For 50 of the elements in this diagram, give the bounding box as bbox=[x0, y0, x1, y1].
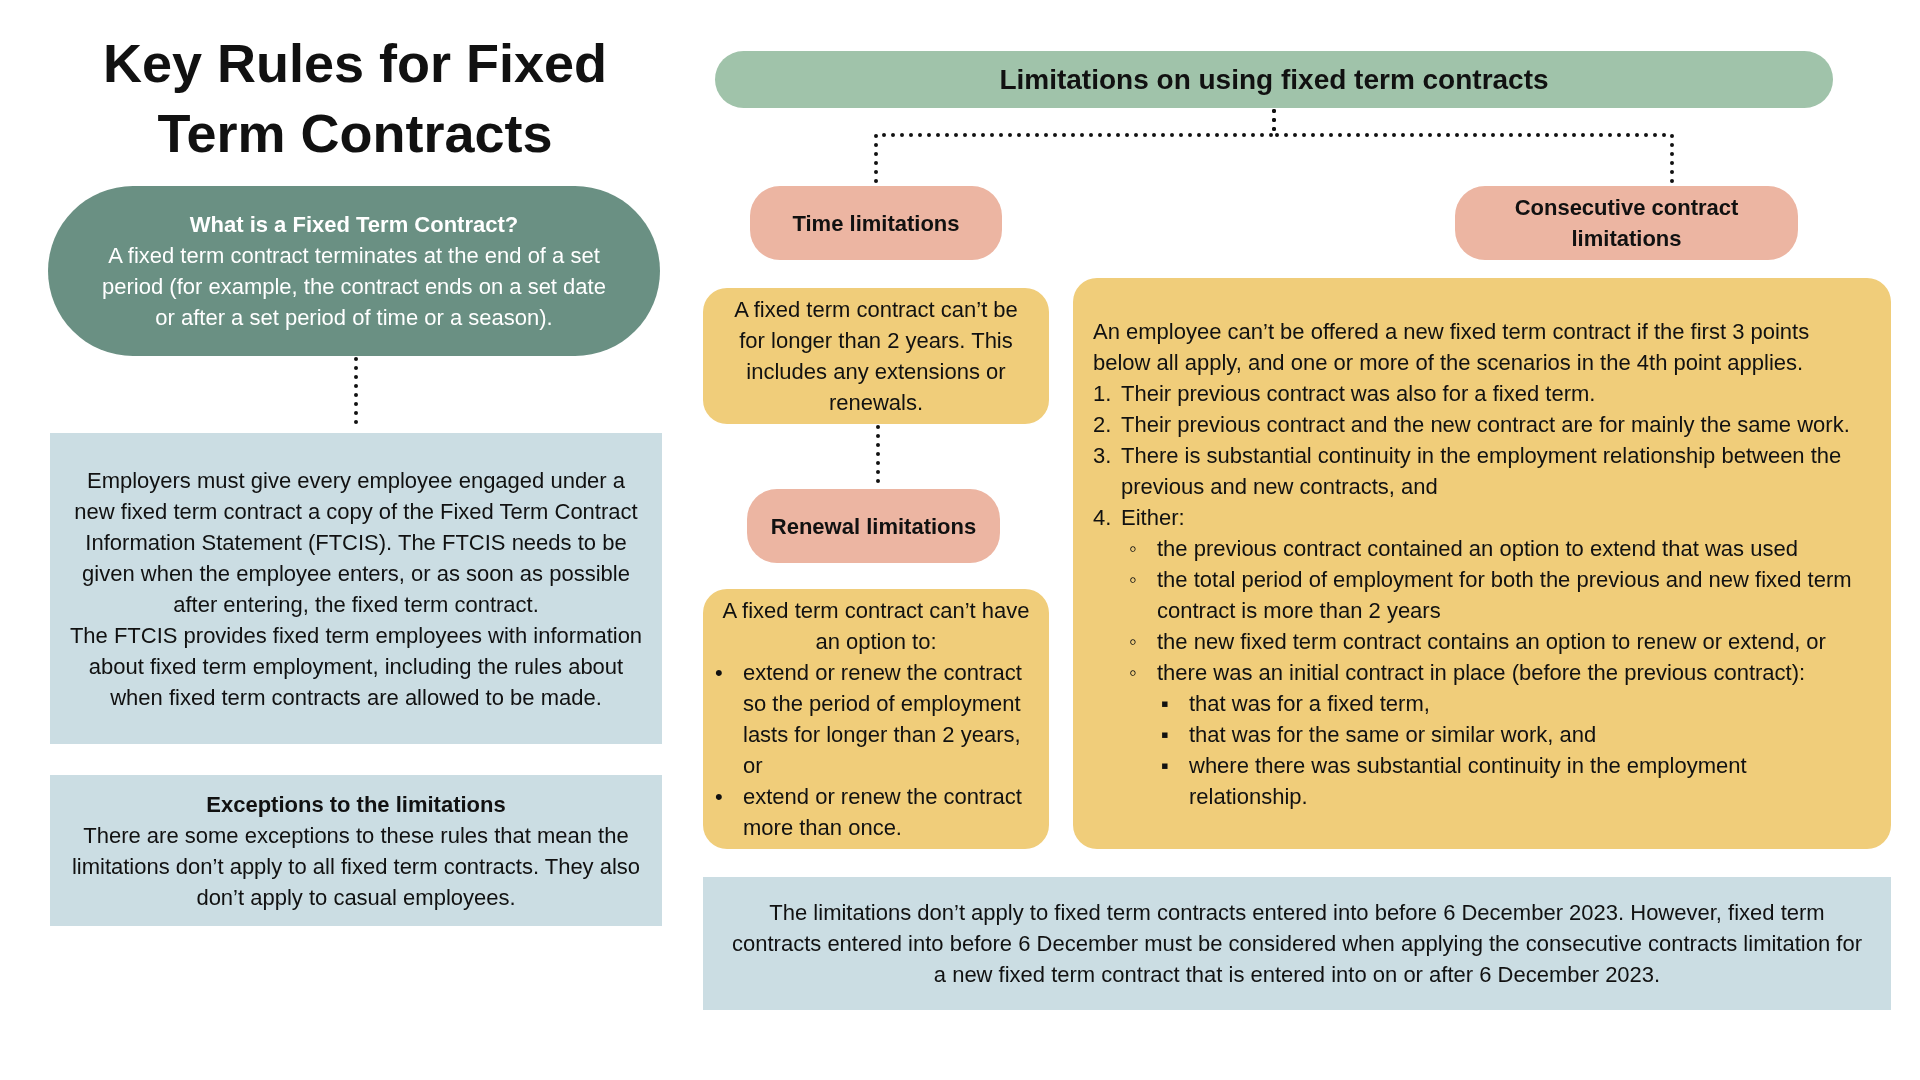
heading: Exceptions to the limitations bbox=[205, 790, 507, 819]
paragraph: The limitations don’t apply to fixed term contracts entered into before 6 December 2023. However, fixed term contracts entered into before 6 December must be considered when applying the consecutive contracts limitation for a new fixed term contract that is entered into on or after 6 December 2023. bbox=[731, 899, 1863, 989]
list-marker: 3. bbox=[1093, 441, 1113, 470]
header-pill bbox=[715, 51, 1833, 108]
list-item-text: extend or renew the contract more than once. bbox=[743, 783, 1023, 842]
list-marker: 4. bbox=[1093, 503, 1113, 532]
list-marker: • bbox=[715, 783, 724, 811]
paragraph: A fixed term contract terminates at the end of a set period (for example, the contract ends on a set date or after a set period of time or a season). bbox=[101, 242, 607, 332]
paragraph: There are some exceptions to these rules that mean the limitations don’t apply to all fixed term contracts. They also don’t apply to casual employees. bbox=[70, 821, 642, 912]
rule-card bbox=[1073, 278, 1891, 849]
list-item-text: There is substantial continuity in the employment relationship between the previous and new contracts, and bbox=[1121, 441, 1843, 501]
list-item-text: the new fixed term contract contains an option to renew or extend, or bbox=[1157, 627, 1826, 656]
category-pill bbox=[747, 489, 1000, 563]
paragraph: The FTCIS provides fixed term employees with information about fixed term employment, including the rules about when fixed term contracts are allowed to be made. bbox=[68, 621, 644, 712]
title: Key Rules for Fixed Term Contracts bbox=[101, 32, 609, 165]
note-card bbox=[703, 877, 1891, 1010]
heading: What is a Fixed Term Contract? bbox=[188, 211, 520, 239]
list-item-text: Their previous contract and the new contract are for mainly the same work. bbox=[1121, 410, 1850, 439]
paragraph: An employee can’t be offered a new fixed term contract if the first 3 points below all apply, and one or more of the scenarios in the 4th point applies. bbox=[1093, 317, 1811, 377]
list-marker: ◦ bbox=[1129, 565, 1138, 594]
list-marker: ◦ bbox=[1129, 627, 1138, 656]
list-marker: • bbox=[715, 659, 724, 687]
list-item-text: where there was substantial continuity in the employment relationship. bbox=[1189, 751, 1748, 811]
dotted-connector bbox=[1272, 109, 1674, 185]
info-card bbox=[50, 775, 662, 926]
heading: Renewal limitations bbox=[769, 512, 978, 541]
heading: Consecutive contract limitations bbox=[1513, 194, 1740, 253]
list-item-text: that was for a fixed term, bbox=[1189, 689, 1430, 718]
heading: Limitations on using fixed term contracts bbox=[998, 64, 1550, 95]
paragraph: Employers must give every employee engaged under a new fixed term contract a copy of the Fixed Term Contract Information Statement (FTCIS). The FTCIS needs to be given when the employee enters, or as soon as possible after entering, the fixed term contract. bbox=[73, 466, 639, 619]
list-item-text: there was an initial contract in place (before the previous contract): bbox=[1157, 658, 1806, 687]
paragraph: A fixed term contract can’t be for longer than 2 years. This includes any extensions or renewals. bbox=[733, 296, 1019, 417]
list-marker: ▪ bbox=[1161, 689, 1170, 718]
rule-card bbox=[703, 288, 1049, 424]
category-pill bbox=[750, 186, 1002, 260]
heading: Time limitations bbox=[791, 209, 961, 238]
list-marker: ◦ bbox=[1129, 534, 1138, 563]
rule-card bbox=[703, 589, 1049, 849]
list-marker: 2. bbox=[1093, 410, 1113, 439]
list-marker: ◦ bbox=[1129, 658, 1138, 687]
list-marker: ▪ bbox=[1161, 751, 1170, 780]
list-item-text: that was for the same or similar work, and bbox=[1189, 720, 1597, 749]
list-marker: ▪ bbox=[1161, 720, 1170, 749]
info-card bbox=[50, 433, 662, 744]
list-item-text: Either: bbox=[1121, 503, 1185, 532]
list-item-text: the previous contract contained an option to extend that was used bbox=[1157, 534, 1798, 563]
category-pill bbox=[1455, 186, 1798, 260]
paragraph: A fixed term contract can’t have an option to: bbox=[721, 597, 1031, 656]
list-item-text: Their previous contract was also for a fixed term. bbox=[1121, 379, 1596, 408]
list-marker: 1. bbox=[1093, 379, 1113, 408]
